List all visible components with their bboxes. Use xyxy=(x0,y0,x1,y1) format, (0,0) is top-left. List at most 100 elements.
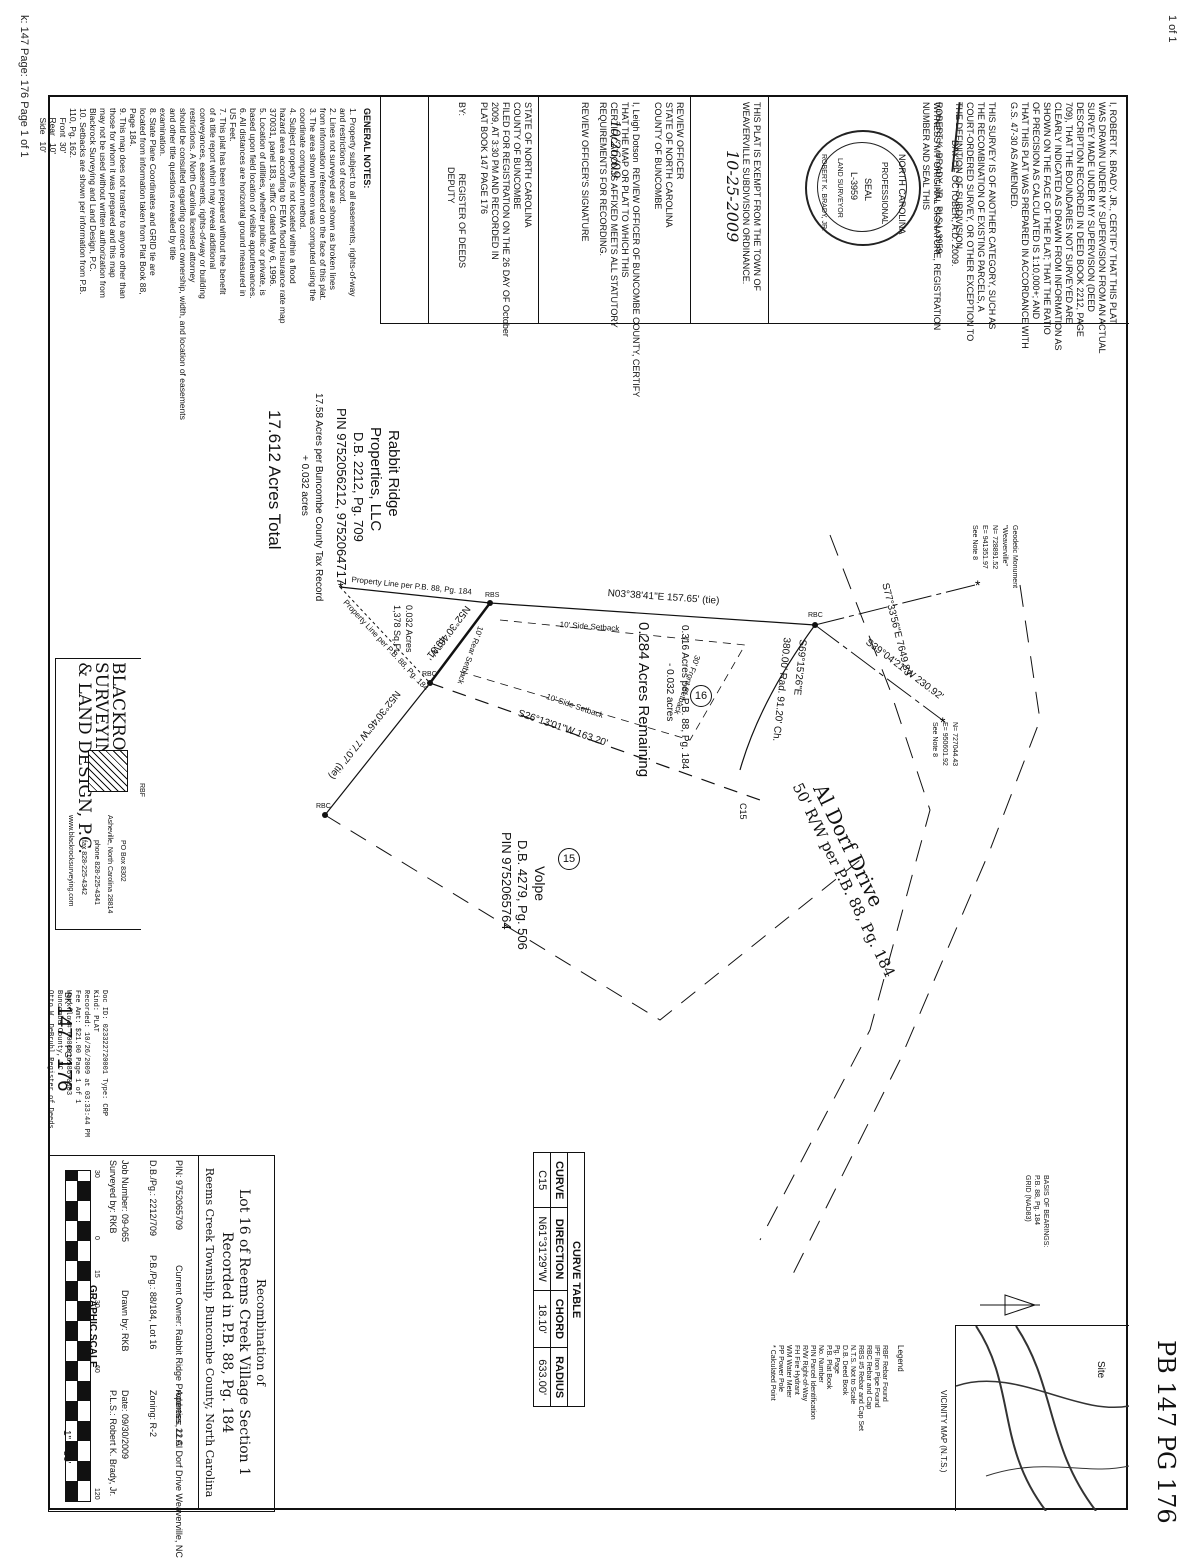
rbc-label-1: RBC xyxy=(808,612,823,619)
seal-inner-ring xyxy=(817,142,907,232)
company-po: PO Box 8302 xyxy=(119,840,126,882)
geodetic-title: Geodetic Monument xyxy=(1011,525,1018,589)
c15-label: C15 xyxy=(738,803,748,820)
title-line-1: Recombination of xyxy=(254,1279,268,1386)
coord2-n: N= 727044.43 xyxy=(951,722,958,767)
legend-item: RBC Rebar and Cap xyxy=(865,1345,872,1410)
scale-tick-30a: 30 xyxy=(93,1170,100,1178)
title-surveyed: Surveyed by: RKB xyxy=(108,1160,118,1234)
curve-table-title: CURVE TABLE xyxy=(567,1152,585,1407)
company-fax: fax 828-225-4342 xyxy=(80,840,87,895)
legend-title: Legend xyxy=(896,1345,905,1372)
title-pls: P.L.S.: Robert K. Brady, Jr. xyxy=(108,1390,118,1497)
legend-item: P.B. Plat Book xyxy=(825,1345,832,1390)
n52-line-a xyxy=(429,602,491,684)
rbc-label-3: RBC xyxy=(316,803,331,810)
legend-item: PP Power Pole xyxy=(777,1345,784,1392)
north-line xyxy=(489,602,816,626)
rbc-point-3 xyxy=(322,812,328,818)
geodetic-name: "Weaverville" xyxy=(1001,525,1008,567)
title-zoning: Zoning: R-2 xyxy=(148,1390,158,1438)
curve-cell: 633.00' xyxy=(533,1347,551,1407)
setback-lines xyxy=(454,619,746,741)
legend-item: No. Number xyxy=(817,1345,824,1383)
small-area-sqft: 1,378 Sq.Ft. xyxy=(392,605,402,655)
recording-bk: 147 xyxy=(53,1005,75,1039)
title-job: Job Number: 09-065 xyxy=(120,1160,130,1243)
curve-table: CURVE TABLE CURVE DIRECTION CHORD RADIUS… xyxy=(533,1152,585,1407)
scale-title: GRAPHIC SCALE xyxy=(87,1285,98,1368)
small-area-acres: 0.032 Acres xyxy=(404,605,414,653)
coord-star: * xyxy=(940,714,946,730)
curve-cell: 18.10' xyxy=(533,1290,551,1348)
vicinity-map: Site xyxy=(955,1325,1130,1512)
recording-bk-label: BK xyxy=(63,992,73,1005)
lot15-db: D.B. 4279, Pg. 506 xyxy=(515,840,530,950)
rabbit-ridge-name1: Rabbit Ridge xyxy=(385,430,402,517)
vicinity-roads xyxy=(955,1325,1130,1512)
legend-item: RBS #5 Rebar and Cap Set xyxy=(857,1345,864,1431)
curve-header-direction: DIRECTION xyxy=(550,1207,568,1291)
recording-pg-label: PG xyxy=(63,1045,73,1059)
rbc-label-2: RBC xyxy=(422,671,437,678)
legend-item: IPF Iron Pipe Found xyxy=(873,1345,880,1408)
lot16-number: 16 xyxy=(690,685,712,707)
panel-divider-3 xyxy=(690,95,691,323)
rbc-point-1 xyxy=(812,622,818,628)
company-phone: phone 828-225-4341 xyxy=(93,840,100,906)
legend-item: R/W Right-of-Way xyxy=(801,1345,808,1402)
lot15-number: 15 xyxy=(558,848,580,870)
rabbit-ridge-name2: Properties, LLC xyxy=(367,427,384,532)
scale-tick-0: 0 xyxy=(93,1236,100,1240)
title-info-grid xyxy=(48,1155,199,1510)
title-line-4: Reems Creek Township, Buncombe County, N… xyxy=(203,1167,216,1498)
scale-ratio: 1" = 30' xyxy=(61,1430,72,1464)
rabbit-ridge-pin: PIN 9752056212, 9752064717 xyxy=(334,408,349,586)
panel-divider-4 xyxy=(768,95,769,323)
geodetic-e: E= 941351.97 xyxy=(981,525,988,569)
company-city: Asheville, North Carolina 28814 xyxy=(106,815,113,914)
surveyor-seal: NORTH CAROLINA PROFESSIONAL SEAL L-3959 … xyxy=(805,130,921,246)
title-line-2: Lot 16 of Reems Creek Village Section 1 xyxy=(236,1188,252,1477)
plat-frame xyxy=(48,95,1128,1510)
geodetic-note: See Note 8 xyxy=(971,525,978,561)
property-line-top xyxy=(339,586,491,604)
company-logo-icon xyxy=(88,750,128,792)
rabbit-ridge-db: D.B. 2212, Pg. 709 xyxy=(351,432,366,542)
corner-star: * xyxy=(338,579,344,595)
n52-line-b xyxy=(324,682,431,816)
curve-header-curve: CURVE xyxy=(550,1152,568,1208)
basis-of-bearings: BASIS OF BEARINGS: P.B. 88, Pg. 184 GRID… xyxy=(1024,1175,1049,1248)
legend-item: N.T.S. Not to Scale xyxy=(849,1345,856,1405)
company-block xyxy=(55,658,141,930)
road-right-of-way-right xyxy=(789,584,1041,1281)
curve-cell: C15 xyxy=(533,1152,551,1208)
geodetic-n: N= 728891.52 xyxy=(991,525,998,570)
table-row: C15 N61°31'29"W 18.10' 633.00' xyxy=(533,1152,551,1407)
curve-cell: N61°31'29"W xyxy=(533,1207,551,1291)
rabbit-ridge-plus: + 0.032 acres xyxy=(299,455,310,516)
title-owner: Current Owner: Rabbit Ridge Properties, … xyxy=(174,1265,184,1447)
lot16-remaining: 0.284 Acres Remaining xyxy=(635,622,652,778)
title-line-3: Recorded in P.B. 88, Pg. 184 xyxy=(219,1231,235,1434)
page-header-right: 1 of 1 xyxy=(1166,15,1178,43)
certificate-panel xyxy=(380,95,1129,324)
rbc-point-2 xyxy=(427,680,433,686)
panel-divider-1 xyxy=(428,95,429,323)
title-block xyxy=(48,1155,275,1512)
coord2-e: E= 950601.92 xyxy=(941,722,948,766)
handwritten-book-page: PB 147 PG 176 xyxy=(1152,1340,1180,1524)
title-pb: P.B./Pg.: 88/184, Lot 16 xyxy=(148,1255,158,1350)
company-web: www.blackrocksurveying.com xyxy=(67,815,74,907)
rabbit-ridge-total: 17.612 Acres Total xyxy=(265,410,284,550)
company-rbf: RBF xyxy=(138,783,145,797)
lot15-boundary xyxy=(324,814,861,1021)
scale-tick-15: 15 xyxy=(93,1270,100,1278)
plat-drawing: * * * xyxy=(322,534,1041,1316)
rabbit-ridge-acres: 17.58 Acres per Buncombe County Tax Reco… xyxy=(313,393,324,602)
legend-item: D.B. Deed Book xyxy=(841,1345,848,1396)
legend-item: PIN Parcel Identification xyxy=(809,1345,816,1420)
lot15-owner: Volpe xyxy=(532,866,548,902)
rbs-point xyxy=(487,600,493,606)
recording-pg: 176 xyxy=(53,1058,75,1092)
